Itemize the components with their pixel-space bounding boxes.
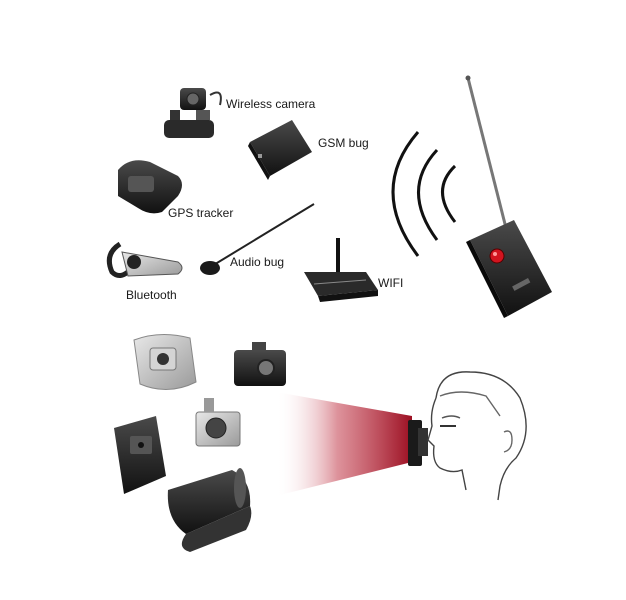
smoke-detector-camera-icon: [133, 334, 197, 390]
mini-camera-icon: [195, 398, 241, 447]
gps-tracker-label: GPS tracker: [168, 206, 234, 220]
gsm-bug-label: GSM bug: [318, 136, 369, 150]
wireless-camera-label: Wireless camera: [226, 97, 316, 111]
bluetooth-headset-icon: [106, 241, 183, 278]
gps-tracker-icon: [118, 160, 182, 214]
bullet-camera-icon: [167, 468, 252, 552]
box-camera-icon: [234, 342, 286, 386]
gsm-bug-icon: [248, 120, 312, 180]
rf-detector-icon: [465, 75, 552, 318]
wireless-camera-icon: [164, 88, 222, 138]
audio-bug-label: Audio bug: [230, 255, 285, 269]
detection-beam: [276, 392, 412, 496]
bluetooth-label: Bluetooth: [126, 288, 177, 302]
audio-bug-icon: [200, 203, 315, 275]
signal-waves-icon: [391, 131, 457, 257]
handheld-lens-finder-icon: [408, 420, 428, 466]
pinhole-camera-icon: [114, 416, 166, 494]
wifi-router-icon: [304, 238, 378, 302]
wifi-label: WIFI: [378, 276, 404, 290]
person-head-icon: [427, 371, 527, 501]
